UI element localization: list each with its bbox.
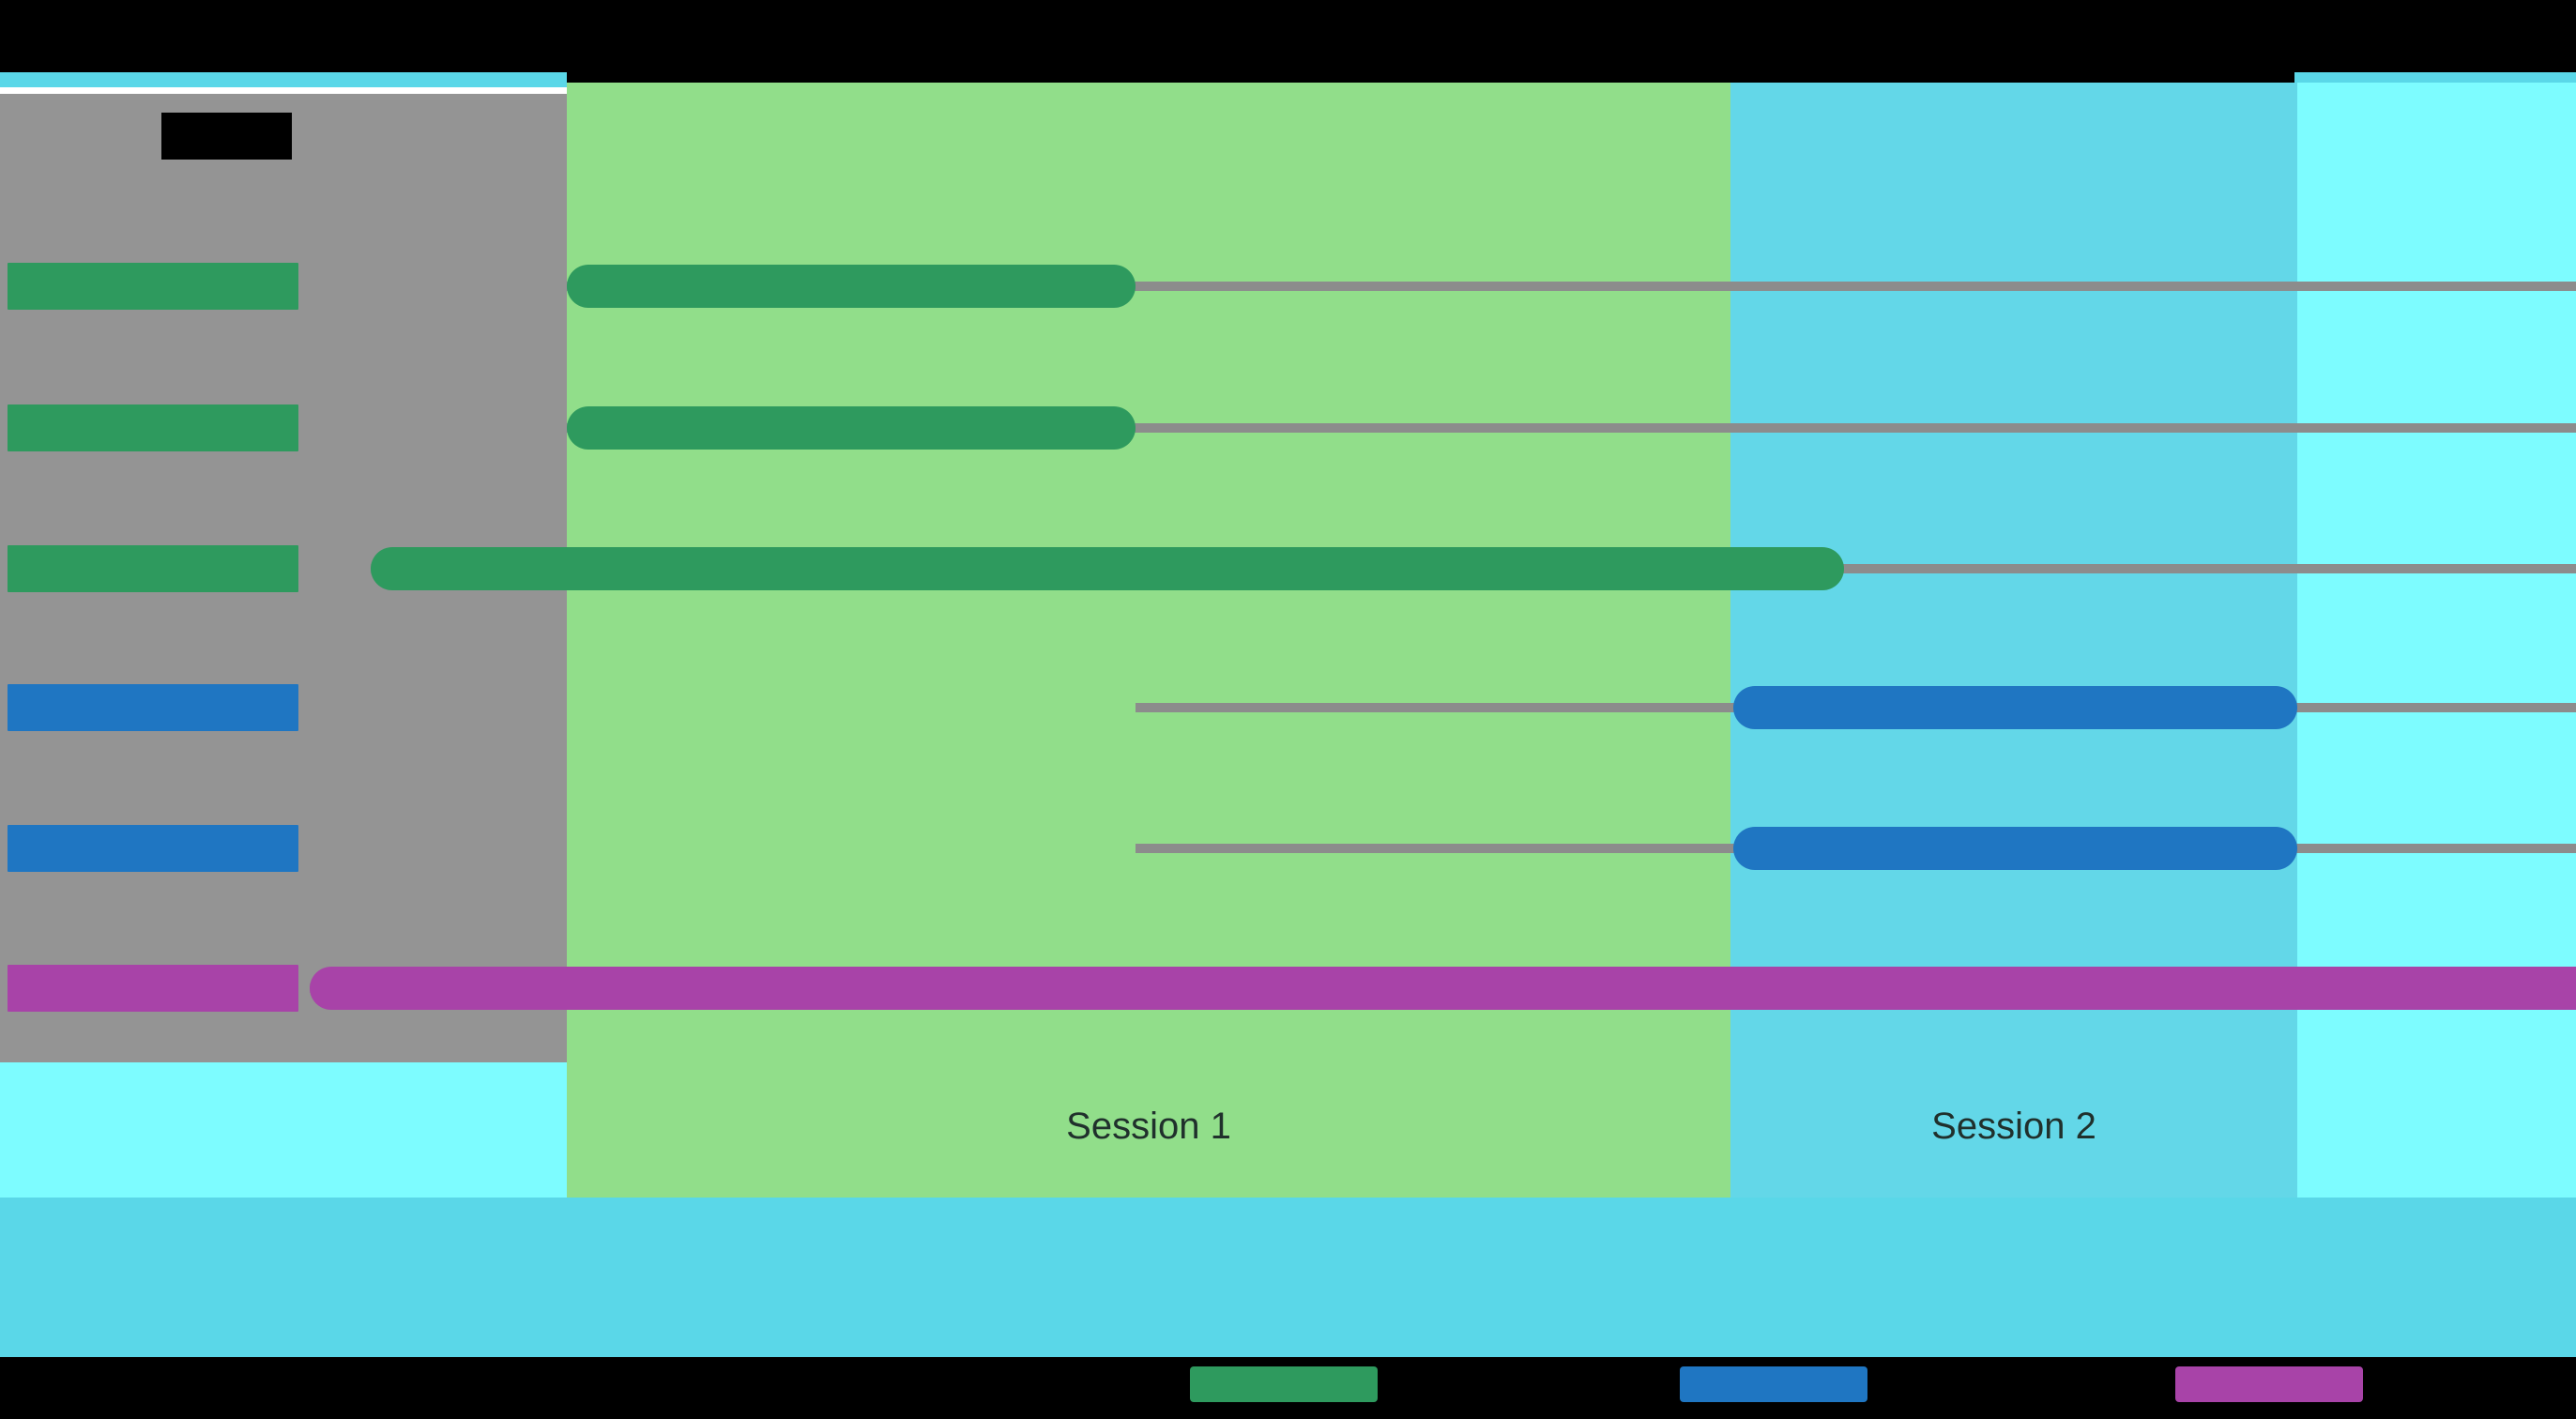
row-label-data-set-a2: Data Set A2 [8, 404, 298, 451]
legend-item-data-set-c[interactable]: Data Set C [2175, 1366, 2419, 1404]
session-label-1: Session 1 [1066, 1106, 1231, 1147]
page-title [161, 113, 292, 160]
session-band-3 [2297, 83, 2576, 1198]
session-band-2-footer [1730, 1062, 2297, 1201]
table-row[interactable]: Data Set B1 [0, 637, 2576, 778]
legend-swatch-icon [1190, 1366, 1378, 1402]
row-label-data-set-b1: Data Set B1 [8, 684, 298, 731]
legend: Data Set A Data Set B Data Set C [0, 1357, 2576, 1419]
session-band-3-footer [2297, 1062, 2576, 1201]
row-label-data-set-a3: Data Set A3 [8, 545, 298, 592]
table-row[interactable]: Data Set C [0, 918, 2576, 1059]
session-band-2 [1730, 83, 2297, 1198]
task-bar-data-set-a1[interactable] [567, 265, 1136, 308]
session-label-2: Session 2 [1931, 1106, 2096, 1147]
task-bar-data-set-b1[interactable] [1733, 686, 2297, 729]
legend-item-data-set-b[interactable]: Data Set B [1680, 1366, 1877, 1404]
row-label-data-set-a1: Data Set A1 [8, 263, 298, 310]
task-bar-data-set-b2[interactable] [1733, 827, 2297, 870]
footer-band [0, 1198, 2576, 1357]
table-row[interactable]: Data Set B2 [0, 778, 2576, 919]
legend-label-data-set-c: Data Set C [2175, 1366, 2363, 1402]
row-label-data-set-c: Data Set C [8, 965, 298, 1012]
legend-swatch-icon [1680, 1366, 1867, 1402]
top-black-margin [0, 0, 2576, 72]
task-bar-data-set-a3[interactable] [371, 547, 1844, 590]
legend-swatch-icon [2175, 1366, 2363, 1402]
task-bar-data-set-a2[interactable] [567, 406, 1136, 450]
top-cyan-strip-left [0, 72, 567, 87]
label-column-divider [298, 94, 300, 1062]
legend-item-data-set-a[interactable]: Data Set A [1190, 1366, 1387, 1404]
table-row[interactable]: Data Set A2 [0, 358, 2576, 498]
row-connector-line [567, 423, 2576, 433]
table-row[interactable]: Data Set A3 [0, 498, 2576, 639]
table-row[interactable]: Data Set A1 [0, 216, 2576, 357]
legend-label-data-set-a: Data Set A [1190, 1366, 1378, 1402]
legend-label-data-set-b: Data Set B [1680, 1366, 1867, 1402]
task-bar-data-set-c[interactable] [310, 967, 2576, 1010]
session-band-1-footer [567, 1062, 1730, 1201]
row-connector-line [567, 282, 2576, 291]
row-label-data-set-b2: Data Set B2 [8, 825, 298, 872]
top-white-strip-left [0, 87, 567, 94]
